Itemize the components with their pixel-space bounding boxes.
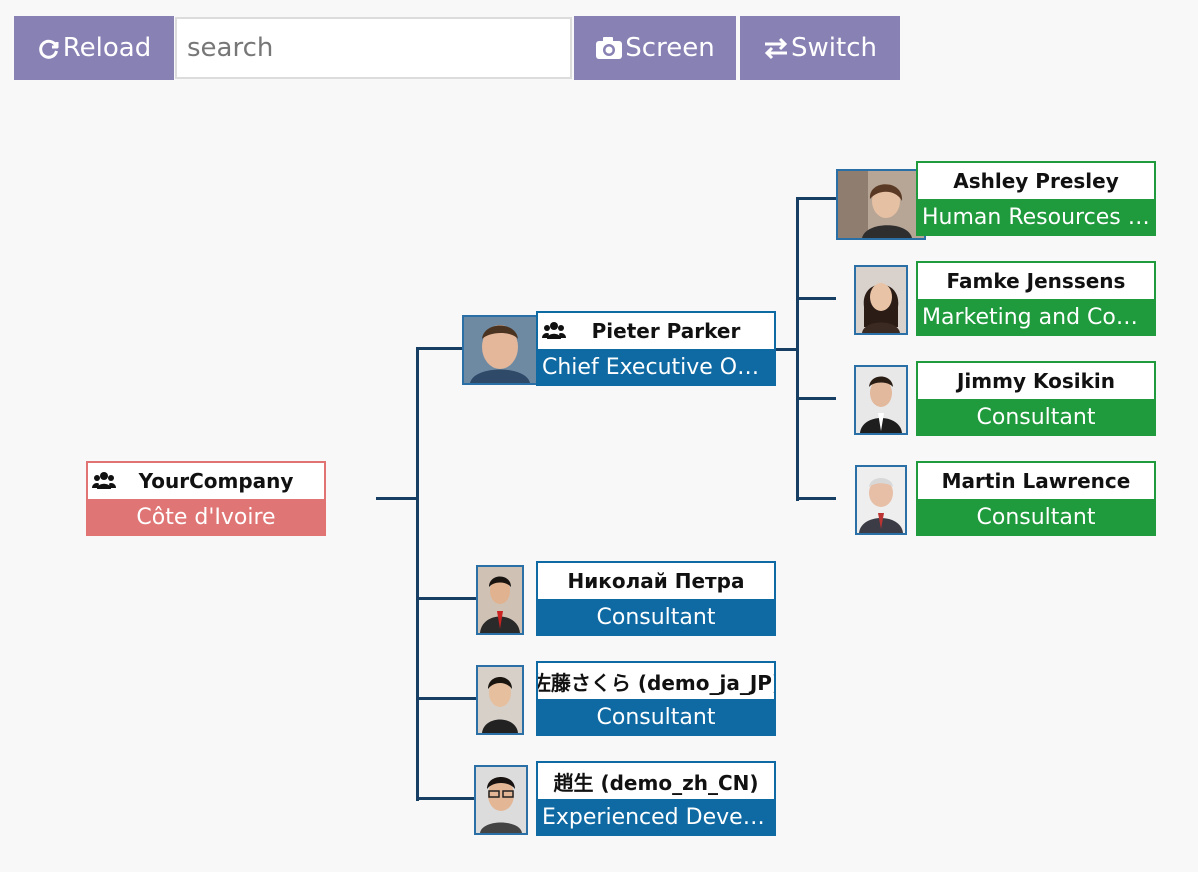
company-location: Côte d'Ivoire [136, 504, 276, 530]
employee-title: Experienced Develo… [542, 804, 770, 830]
employee-photo [474, 765, 528, 835]
connector-to-ceo-report-1 [796, 197, 836, 200]
employee-title: Human Resources M… [922, 204, 1150, 230]
connector-ceo-out [776, 348, 798, 351]
connector-to-ceo-report-2 [796, 297, 836, 300]
search-input[interactable] [175, 17, 572, 79]
connector-to-report-1 [416, 597, 476, 600]
switch-button[interactable]: Switch [740, 16, 900, 80]
swap-arrows-icon [763, 36, 789, 60]
connector-to-ceo [416, 347, 462, 350]
connector-to-ceo-report-3 [796, 397, 836, 400]
reload-label: Reload [62, 33, 152, 63]
employee-name: Famke Jenssens [946, 269, 1126, 293]
employee-photo [855, 465, 907, 535]
employee-photo [476, 565, 524, 635]
employee-name: 趙生 (demo_zh_CN) [553, 770, 759, 795]
switch-label: Switch [791, 33, 877, 63]
employee-photo [836, 169, 926, 240]
employee-name: 佐藤さくら (demo_ja_JP) [538, 670, 774, 695]
employee-title: Marketing and Com… [922, 304, 1150, 330]
employee-photo [462, 315, 538, 385]
employee-name: Pieter Parker [591, 319, 741, 343]
employee-photo [854, 365, 908, 435]
reload-button[interactable]: Reload [14, 16, 174, 80]
connector-to-ceo-report-4 [796, 497, 836, 500]
employee-title: Chief Executive Offi… [542, 354, 770, 380]
camera-icon [595, 36, 623, 60]
group-icon[interactable] [542, 321, 566, 346]
employee-photo [854, 265, 908, 335]
company-name: YourCompany [138, 469, 294, 493]
refresh-icon [37, 36, 61, 60]
connector-to-report-3 [416, 797, 474, 800]
employee-name: Николай Петра [567, 569, 745, 593]
employee-title: Consultant [596, 604, 716, 630]
employee-title: Consultant [596, 704, 716, 730]
employee-name: Jimmy Kosikin [956, 369, 1116, 393]
connector-company-trunk [416, 347, 419, 801]
connector-to-report-2 [416, 697, 476, 700]
employee-name: Ashley Presley [953, 169, 1119, 193]
group-icon[interactable] [92, 471, 116, 496]
employee-photo [476, 665, 524, 735]
screen-button[interactable]: Screen [574, 16, 736, 80]
screen-label: Screen [625, 33, 715, 63]
employee-title: Consultant [976, 404, 1096, 430]
connector-ceo-trunk [796, 197, 799, 501]
employee-title: Consultant [976, 504, 1096, 530]
connector-company-out [376, 497, 418, 500]
employee-name: Martin Lawrence [941, 469, 1131, 493]
